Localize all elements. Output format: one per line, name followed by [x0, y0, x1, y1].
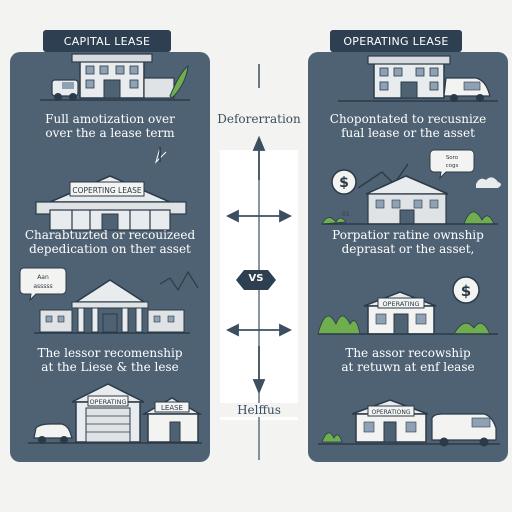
capital-lease-header: CAPITAL LEASE [43, 30, 171, 52]
right-bubble-line-1: Soro [446, 155, 459, 161]
operating-text-1-line-2: fual lease or the asset [341, 126, 475, 140]
courthouse-illustration: Aan asssss [19, 267, 199, 334]
vs-badge [236, 270, 276, 290]
left-house-sign: LEASE [161, 404, 183, 412]
capital-text-3-line-2: at the Liese & the lese [41, 360, 179, 374]
dollar-icon: $ [339, 175, 349, 191]
operating-text-3-line-2: at retuwn at enf lease [341, 360, 475, 374]
capital-text-2-line-2: depedication on ther asset [29, 242, 191, 256]
operating-text-1-line-1: Chopontated to recusnize [329, 112, 487, 126]
building-van-illustration [338, 55, 498, 102]
operating-text-2-line-2: deprasat or the asset, [341, 242, 475, 256]
right-bubble-line-2: cogs [446, 163, 459, 169]
left-bubble-line-1: Aan [37, 274, 49, 281]
left-building-sign: COPERTING LEASE [72, 186, 141, 195]
garage-house-illustration: OPERATING LEASE [28, 383, 203, 444]
capital-lease-panel: Full amotization over over the a lease t… [10, 52, 210, 462]
right-office-bottom-sign: OPERATIONG [372, 409, 411, 416]
truck-building-illustration [40, 53, 190, 101]
right-small-label: 01 [342, 211, 350, 218]
dollar-coin-icon: $ [461, 282, 471, 300]
operating-lease-panel: Chopontated to recusnize fual lease or t… [308, 52, 508, 462]
office-van-illustration: OPERATIONG [318, 399, 500, 447]
capital-text-2-line-1: Charabtuzted or recouizeed [24, 228, 196, 242]
dollar-building-illustration: $ Soro cogs 01 [321, 149, 501, 225]
leasing-building-illustration: COPERTING LEASE [35, 147, 187, 231]
operating-text-3-line-1: The assor recowship [345, 346, 471, 360]
capital-text-1-line-2: over the a lease term [45, 126, 175, 140]
capital-text-1-line-1: Full amotization over [45, 112, 175, 126]
operating-office-illustration: OPERATING $ [317, 276, 498, 335]
middle-top-label: Deforerration [217, 112, 301, 126]
right-office-sign: OPERATING [382, 300, 419, 308]
vs-label: VS [248, 273, 264, 284]
middle-bottom-label: Helffus [210, 403, 308, 417]
left-garage-sign: OPERATING [89, 398, 126, 406]
left-bubble-line-2: asssss [33, 283, 52, 290]
operating-lease-header: OPERATING LEASE [330, 30, 462, 52]
operating-text-2-line-1: Porpatior ratine ownship [332, 228, 484, 242]
capital-text-3-line-1: The lessor recomenship [37, 346, 183, 360]
